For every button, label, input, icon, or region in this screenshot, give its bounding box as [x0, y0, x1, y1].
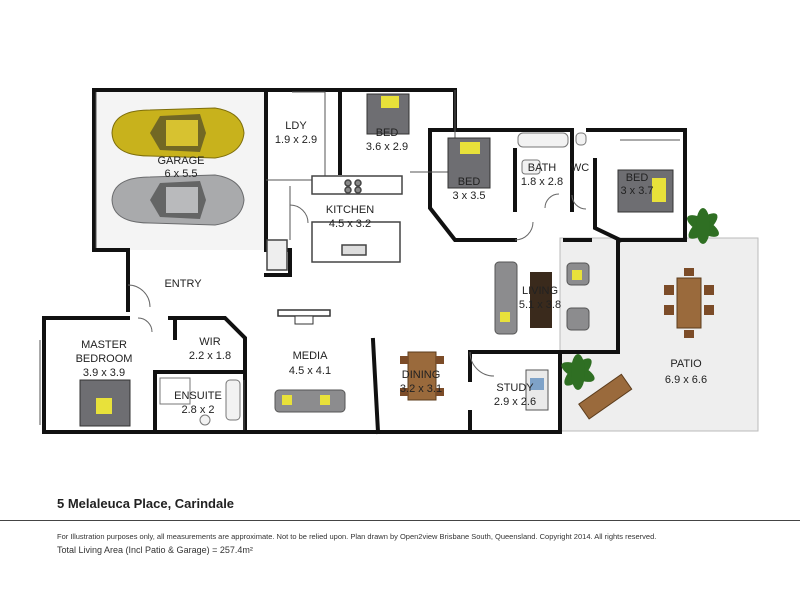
dining-size: 3.2 x 3.1: [400, 383, 442, 395]
study-size: 2.9 x 2.6: [494, 396, 536, 408]
bath-fixtures: [159, 132, 587, 426]
bed-1: [366, 93, 410, 135]
car-silver: [111, 174, 245, 226]
bed1-name: BED: [376, 127, 399, 139]
kitchen-size: 4.5 x 3.2: [329, 218, 371, 230]
living-name: LIVING: [522, 285, 558, 297]
ensuite-size: 2.8 x 2: [181, 404, 214, 416]
patio-table: [664, 268, 714, 338]
master-name-2: BEDROOM: [76, 353, 133, 365]
total-area: Total Living Area (Incl Patio & Garage) …: [57, 545, 253, 555]
study-desk: [525, 369, 549, 411]
bed2-size: 3 x 3.5: [452, 190, 485, 202]
bath-size: 1.8 x 2.8: [521, 176, 563, 188]
bed-master: [79, 379, 131, 427]
door-swings: [127, 193, 587, 377]
patio-size: 6.9 x 6.6: [665, 374, 707, 386]
bed1-size: 3.6 x 2.9: [366, 141, 408, 153]
wc-name: WC: [571, 162, 589, 174]
plant-right: [687, 208, 719, 244]
ensuite-name: ENSUITE: [174, 390, 222, 402]
car-gold: [111, 107, 245, 159]
floor-plan: GARAGE 6 x 5.5 LDY 1.9 x 2.9 BED 3.6 x 2…: [39, 88, 759, 435]
living-size: 5.1 x 3.8: [519, 299, 561, 311]
study-name: STUDY: [496, 382, 534, 394]
wir-name: WIR: [199, 336, 220, 348]
sun-lounger: [578, 373, 633, 420]
kitchen-name: KITCHEN: [326, 204, 374, 216]
patio-name: PATIO: [670, 358, 702, 370]
garage-name: GARAGE: [157, 155, 204, 167]
media-furniture: [274, 309, 346, 413]
media-name: MEDIA: [293, 350, 329, 362]
disclaimer-text: For Illustration purposes only, all meas…: [57, 532, 657, 541]
dining-table: [400, 351, 444, 401]
laundry-size: 1.9 x 2.9: [275, 134, 317, 146]
living-furniture: [494, 261, 590, 335]
dining-name: DINING: [402, 369, 441, 381]
bed-3: [617, 169, 674, 213]
bath-name: BATH: [528, 162, 557, 174]
garage-size: 6 x 5.5: [164, 168, 197, 180]
laundry-name: LDY: [285, 120, 307, 132]
media-size: 4.5 x 4.1: [289, 365, 331, 377]
bed-2: [447, 137, 491, 189]
kitchen-fixtures: [266, 175, 403, 271]
bed3-size: 3 x 3.7: [620, 185, 653, 197]
bed3-name: BED: [626, 172, 649, 184]
divider: [0, 520, 800, 521]
bed2-name: BED: [458, 176, 481, 188]
wir-size: 2.2 x 1.8: [189, 350, 231, 362]
master-size: 3.9 x 3.9: [83, 367, 125, 379]
entry-name: ENTRY: [164, 278, 202, 290]
master-name-1: MASTER: [81, 339, 127, 351]
property-address: 5 Melaleuca Place, Carindale: [57, 496, 235, 511]
plant-left: [561, 354, 595, 390]
